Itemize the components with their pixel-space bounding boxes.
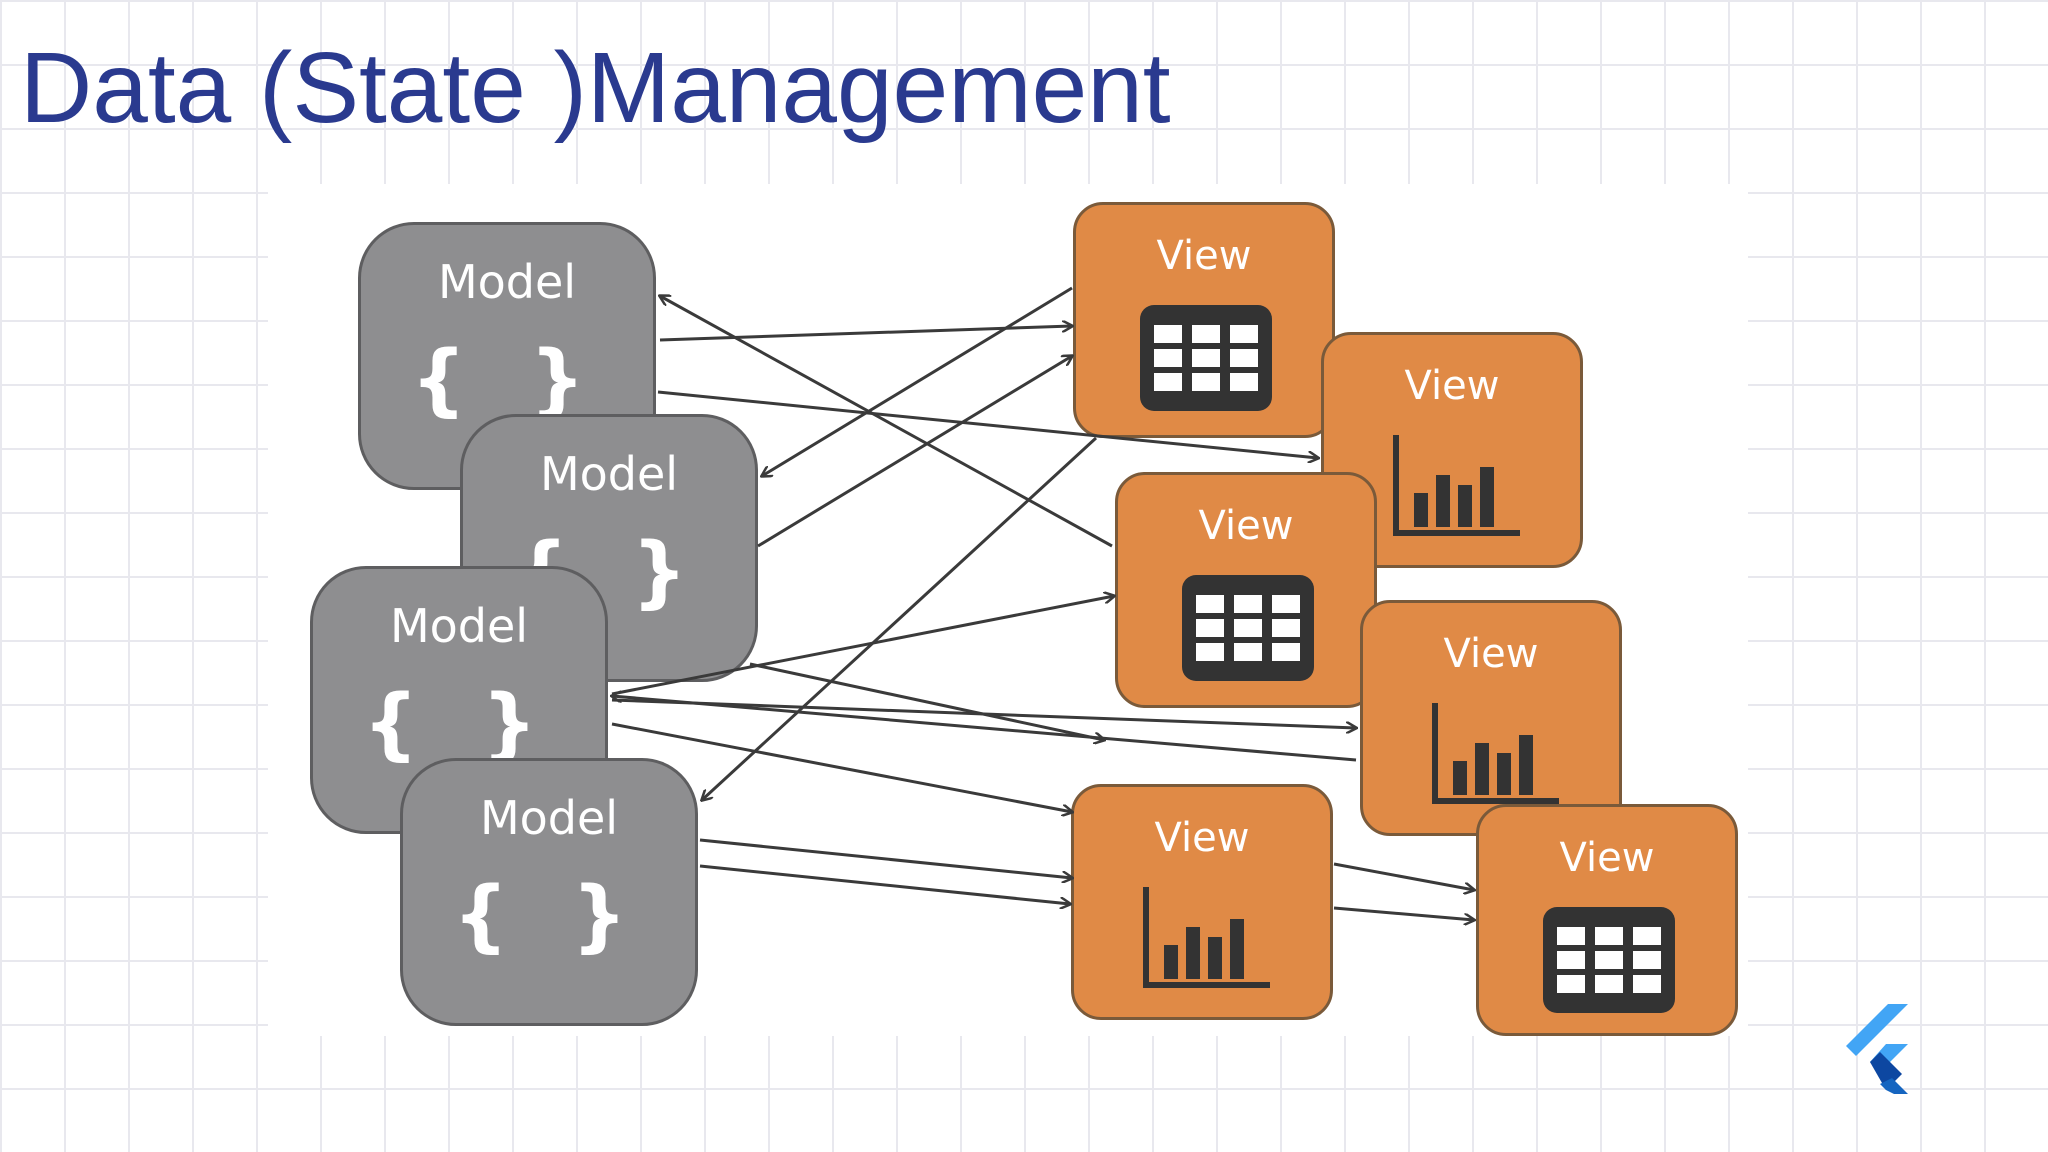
model-box-1: Model { } — [358, 222, 656, 490]
model-label: Model — [539, 447, 679, 501]
view-box-1: View — [1073, 202, 1335, 438]
view-label: View — [1156, 233, 1252, 279]
table-icon — [1140, 305, 1272, 411]
model-box-4: Model { } — [400, 758, 698, 1026]
braces-icon: { } — [410, 335, 604, 425]
view-box-3: View — [1115, 472, 1377, 708]
view-box-6: View — [1476, 804, 1738, 1036]
braces-icon: { } — [452, 871, 646, 961]
slide-title: Data (State )Management — [20, 32, 1171, 144]
braces-icon: { } — [362, 679, 556, 769]
view-box-4: View — [1360, 600, 1622, 836]
table-icon — [1543, 907, 1675, 1013]
model-label: Model — [437, 255, 577, 309]
bar-chart-icon — [1432, 703, 1559, 804]
view-label: View — [1154, 815, 1250, 861]
view-label: View — [1198, 503, 1294, 549]
table-icon — [1182, 575, 1314, 681]
view-label: View — [1443, 631, 1539, 677]
view-label: View — [1404, 363, 1500, 409]
model-label: Model — [479, 791, 619, 845]
bar-chart-icon — [1393, 435, 1520, 536]
view-label: View — [1559, 835, 1655, 881]
bar-chart-icon — [1143, 887, 1270, 988]
flutter-logo-icon — [1846, 1004, 1908, 1094]
view-box-5: View — [1071, 784, 1333, 1020]
model-label: Model — [389, 599, 529, 653]
